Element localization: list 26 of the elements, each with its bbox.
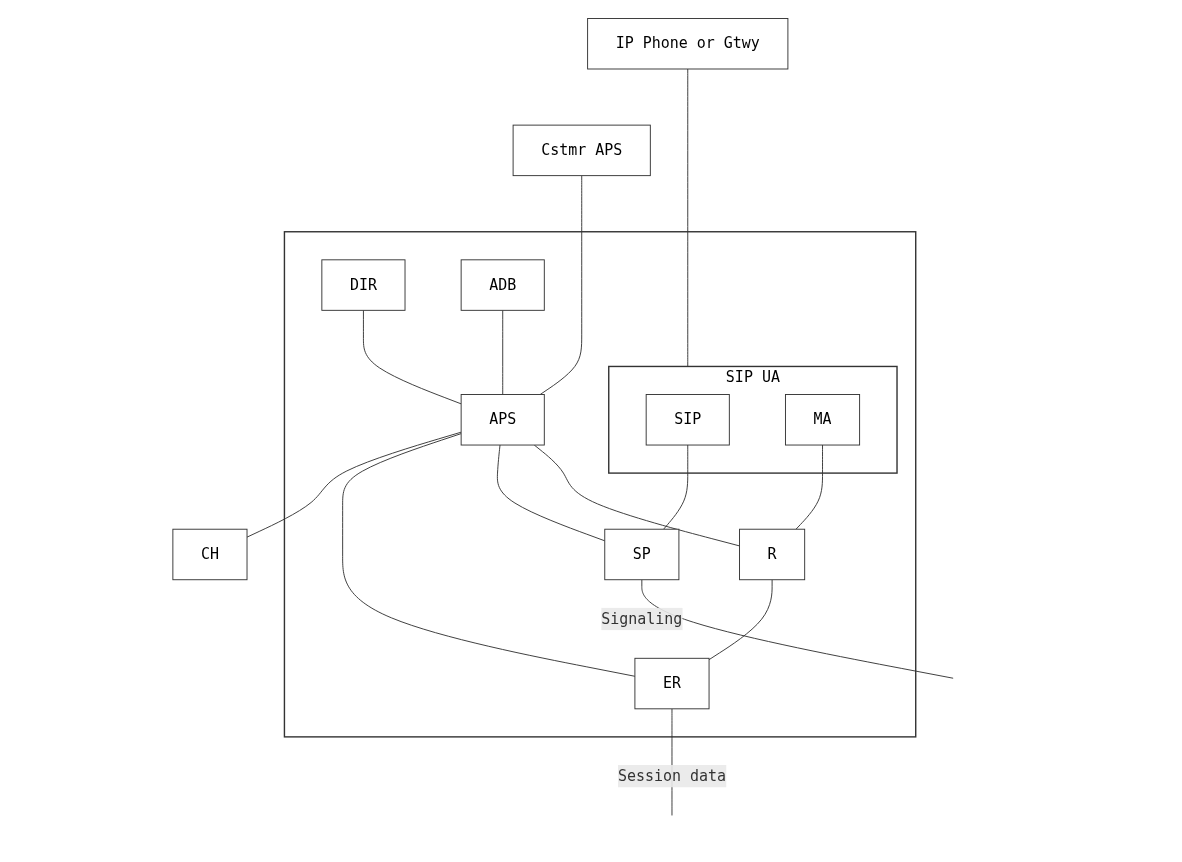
connector — [708, 579, 773, 661]
connector — [496, 444, 606, 542]
node-box: MA — [784, 394, 860, 446]
connector — [795, 444, 823, 530]
node-box: ER — [634, 657, 710, 710]
node-box: APS — [460, 394, 545, 446]
edge-label: Signaling — [601, 609, 683, 628]
connector — [362, 309, 462, 405]
node-box: SP — [604, 528, 680, 581]
node-box: IP Phone or Gtwy — [587, 18, 789, 70]
node-box: CH — [172, 528, 248, 581]
connector — [533, 444, 740, 547]
node-box: DIR — [321, 259, 406, 311]
node-box: ADB — [460, 259, 545, 311]
connector — [502, 309, 504, 395]
connector — [246, 431, 462, 538]
edge-label: Session data — [617, 766, 726, 785]
node-box: Cstmr APS — [512, 124, 651, 177]
connector — [663, 444, 689, 530]
cluster — [283, 231, 917, 738]
connector — [641, 579, 954, 679]
connector — [342, 433, 636, 677]
connector — [539, 175, 583, 395]
node-box: R — [739, 528, 806, 581]
node-box: SIP — [645, 394, 730, 446]
connector — [687, 68, 689, 367]
